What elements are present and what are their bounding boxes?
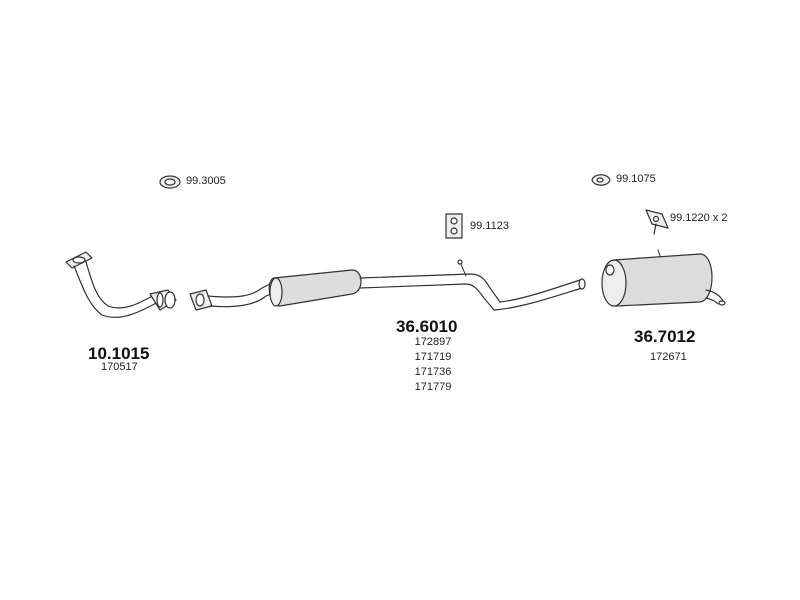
hanger-bracket-icon <box>645 209 669 235</box>
middle-section-ref-3: 171736 <box>414 366 452 378</box>
middle-section-ref-1: 172897 <box>414 336 452 348</box>
middle-section-ref-4: 171779 <box>414 381 452 393</box>
front-pipe-number: 10.1015 <box>88 344 150 363</box>
front-pipe-icon <box>65 251 177 318</box>
middle-section-refs: 172897 171719 171736 171779 <box>408 335 458 395</box>
rubber-hanger-number: 99.1075 <box>616 173 656 185</box>
rubber-mount-icon <box>445 213 463 239</box>
rear-silencer-ref: 172671 <box>650 351 687 363</box>
rear-silencer-number: 36.7012 <box>634 327 696 346</box>
rear-silencer-icon <box>601 249 726 307</box>
front-pipe-ref: 170517 <box>101 361 138 373</box>
middle-section-number: 36.6010 <box>396 317 458 336</box>
gasket-ring-icon <box>159 175 181 189</box>
hanger-bracket-number: 99.1220 x 2 <box>670 212 728 224</box>
middle-section-ref-2: 171719 <box>414 351 452 363</box>
gasket-ring-number: 99.3005 <box>186 175 226 187</box>
middle-section-icon <box>189 259 586 311</box>
rubber-mount-number: 99.1123 <box>470 220 509 232</box>
rubber-hanger-icon <box>591 174 611 186</box>
